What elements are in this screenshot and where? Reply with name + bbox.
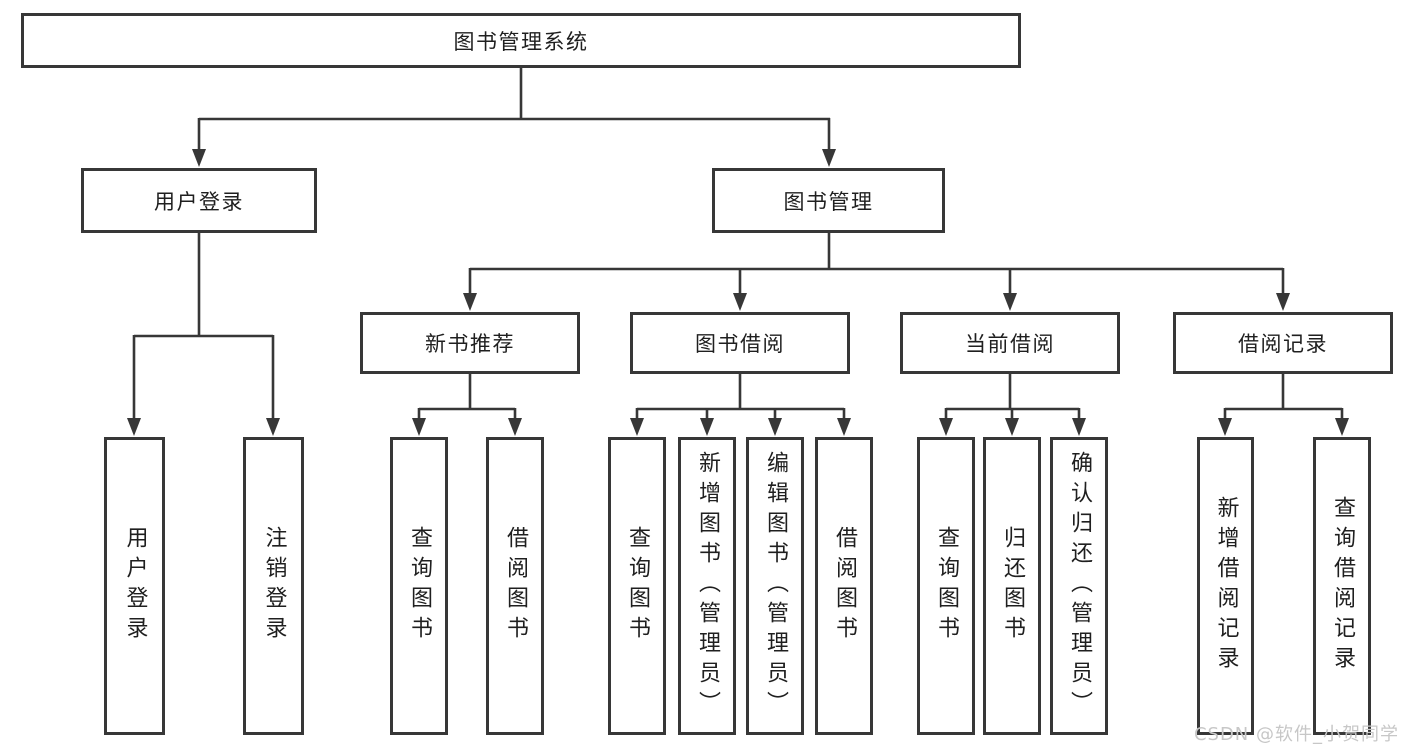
leaf-current-confirm-return-admin: 确认归还（管理员） xyxy=(1050,437,1108,735)
leaf-borrow-add-book-admin: 新增图书（管理员） xyxy=(678,437,736,735)
leaf-borrow-borrow-book: 借阅图书 xyxy=(815,437,873,735)
csdn-watermark: CSDN @软件_小贺同学 xyxy=(1193,724,1399,745)
node-new-book-recommend: 新书推荐 xyxy=(360,312,580,374)
node-book-management: 图书管理 xyxy=(712,168,945,233)
connector-bookmgmt-to-sections xyxy=(463,232,1290,311)
node-user-login: 用户登录 xyxy=(81,168,317,233)
leaf-borrow-edit-book-admin: 编辑图书（管理员） xyxy=(746,437,804,735)
node-root: 图书管理系统 xyxy=(21,13,1021,68)
leaf-newbook-query-book: 查询图书 xyxy=(390,437,448,735)
leaf-records-query-record: 查询借阅记录 xyxy=(1313,437,1371,735)
leaf-user-login: 用户登录 xyxy=(104,437,165,735)
connector-currentborrow-to-leaves xyxy=(939,373,1086,436)
connector-records-to-leaves xyxy=(1218,373,1349,436)
connector-newbook-to-leaves xyxy=(412,373,522,436)
leaf-current-return-book: 归还图书 xyxy=(983,437,1041,735)
leaf-records-add-record: 新增借阅记录 xyxy=(1197,437,1254,735)
connector-bookborrow-to-leaves xyxy=(630,373,851,436)
leaf-logout: 注销登录 xyxy=(243,437,304,735)
node-current-borrow: 当前借阅 xyxy=(900,312,1120,374)
node-borrow-records: 借阅记录 xyxy=(1173,312,1393,374)
leaf-newbook-borrow-book: 借阅图书 xyxy=(486,437,544,735)
leaf-borrow-query-book: 查询图书 xyxy=(608,437,666,735)
connector-userlogin-to-leaves xyxy=(127,232,280,436)
leaf-current-query-book: 查询图书 xyxy=(917,437,975,735)
node-book-borrow: 图书借阅 xyxy=(630,312,850,374)
connector-root-to-level2 xyxy=(192,67,836,167)
